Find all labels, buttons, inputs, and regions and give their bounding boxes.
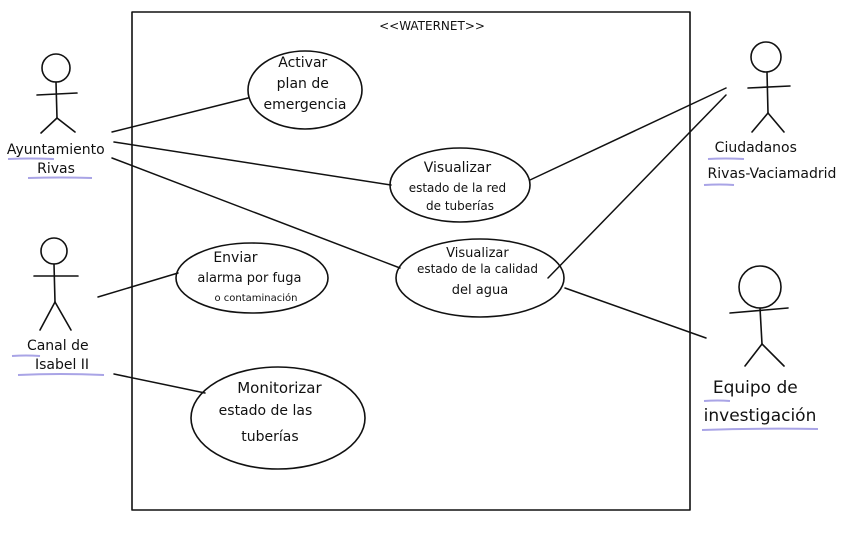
use-case-label: de tuberías	[426, 199, 494, 213]
association-canal-monitorizar	[113, 373, 206, 394]
actor-underline	[17, 373, 105, 376]
association-ayuntamiento-activar	[111, 97, 249, 133]
system-boundary	[131, 11, 691, 511]
actor-underline	[11, 354, 41, 357]
use-case-calidad: Visualizar estado de la calidad del agua	[395, 238, 565, 318]
actor-label: Isabel II	[35, 357, 89, 373]
actor-underline	[701, 427, 819, 431]
svg-text:Visualizar estado de la: Visualizar estado de la calidad del agua	[417, 242, 543, 298]
use-case-label: del agua	[452, 283, 508, 298]
actor-ciudadanos: Ciudadanos Rivas-Vaciamadrid	[703, 41, 837, 186]
svg-text:Ciudadanos Rivas-Vaciama: Ciudadanos Rivas-Vaciamadrid	[708, 140, 837, 182]
use-case-label: o contaminación	[214, 292, 297, 304]
stick-figure-icon	[747, 41, 791, 133]
stick-figure-icon	[33, 237, 79, 331]
association-equipo-calidad	[564, 287, 707, 339]
use-case-label: alarma por fuga	[197, 271, 301, 286]
use-case-label: tuberías	[241, 429, 298, 445]
actor-label: investigación	[704, 406, 817, 426]
actor-underline	[7, 157, 55, 160]
actor-ayuntamiento: Ayuntamiento Rivas	[7, 53, 109, 179]
association-ciudadanos-red	[529, 87, 727, 181]
use-case-label: plan de	[277, 76, 329, 92]
stick-figure-icon	[36, 53, 78, 134]
actor-underline	[703, 183, 735, 186]
association-ayuntamiento-red	[113, 141, 392, 186]
system-title: <<WATERNET>>	[379, 19, 485, 33]
use-case-label: estado de la red	[409, 181, 506, 195]
actor-canal: Canal de Isabel II	[11, 237, 105, 376]
actor-equipo: Equipo de investigación	[701, 265, 819, 431]
actor-underline	[27, 176, 93, 179]
svg-text:Equipo de investigación: Equipo de investigación	[704, 378, 817, 426]
use-case-alarma: Enviar alarma por fuga o contaminación	[175, 242, 329, 314]
associations	[97, 87, 727, 394]
use-case-label: estado de la calidad	[417, 262, 538, 276]
use-case-label: Monitorizar	[237, 379, 322, 397]
association-canal-alarma	[97, 272, 179, 298]
actor-label: Ciudadanos	[715, 140, 797, 156]
actor-label: Equipo de	[713, 378, 798, 398]
svg-text:Enviar alarma por fuga: Enviar alarma por fuga o contaminación	[197, 247, 306, 304]
association-ayuntamiento-calidad	[111, 157, 401, 269]
actor-underline	[707, 157, 745, 160]
svg-text:Monitorizar estado de la: Monitorizar estado de las tuberías	[219, 378, 327, 445]
use-case-label: Activar	[278, 55, 327, 71]
use-case-label: estado de las	[219, 403, 313, 419]
use-case-label: emergencia	[264, 97, 347, 113]
use-case-red: Visualizar estado de la red de tuberías	[389, 147, 531, 223]
actor-label: Rivas	[37, 161, 75, 177]
svg-text:Visualizar estado de la: Visualizar estado de la red de tuberías	[409, 157, 512, 213]
association-ciudadanos-calidad	[547, 94, 727, 279]
use-case-label: Visualizar	[446, 246, 509, 261]
use-case-monitorizar: Monitorizar estado de las tuberías	[190, 366, 366, 470]
svg-text:Canal de Isabel II: Canal de Isabel II	[27, 338, 93, 373]
actor-label: Ayuntamiento	[7, 142, 105, 158]
svg-text:Activar plan de em: Activar plan de emergencia	[264, 55, 347, 113]
actor-underline	[703, 399, 731, 402]
actor-label: Rivas-Vaciamadrid	[708, 166, 837, 182]
use-case-label: Enviar	[213, 250, 257, 266]
use-case-label: Visualizar	[424, 160, 492, 176]
use-case-activar: Activar plan de emergencia	[247, 50, 363, 130]
svg-text:Ayuntamiento Rivas: Ayuntamiento Rivas	[7, 142, 109, 177]
actor-label: Canal de	[27, 338, 89, 354]
stick-figure-icon	[729, 265, 789, 367]
